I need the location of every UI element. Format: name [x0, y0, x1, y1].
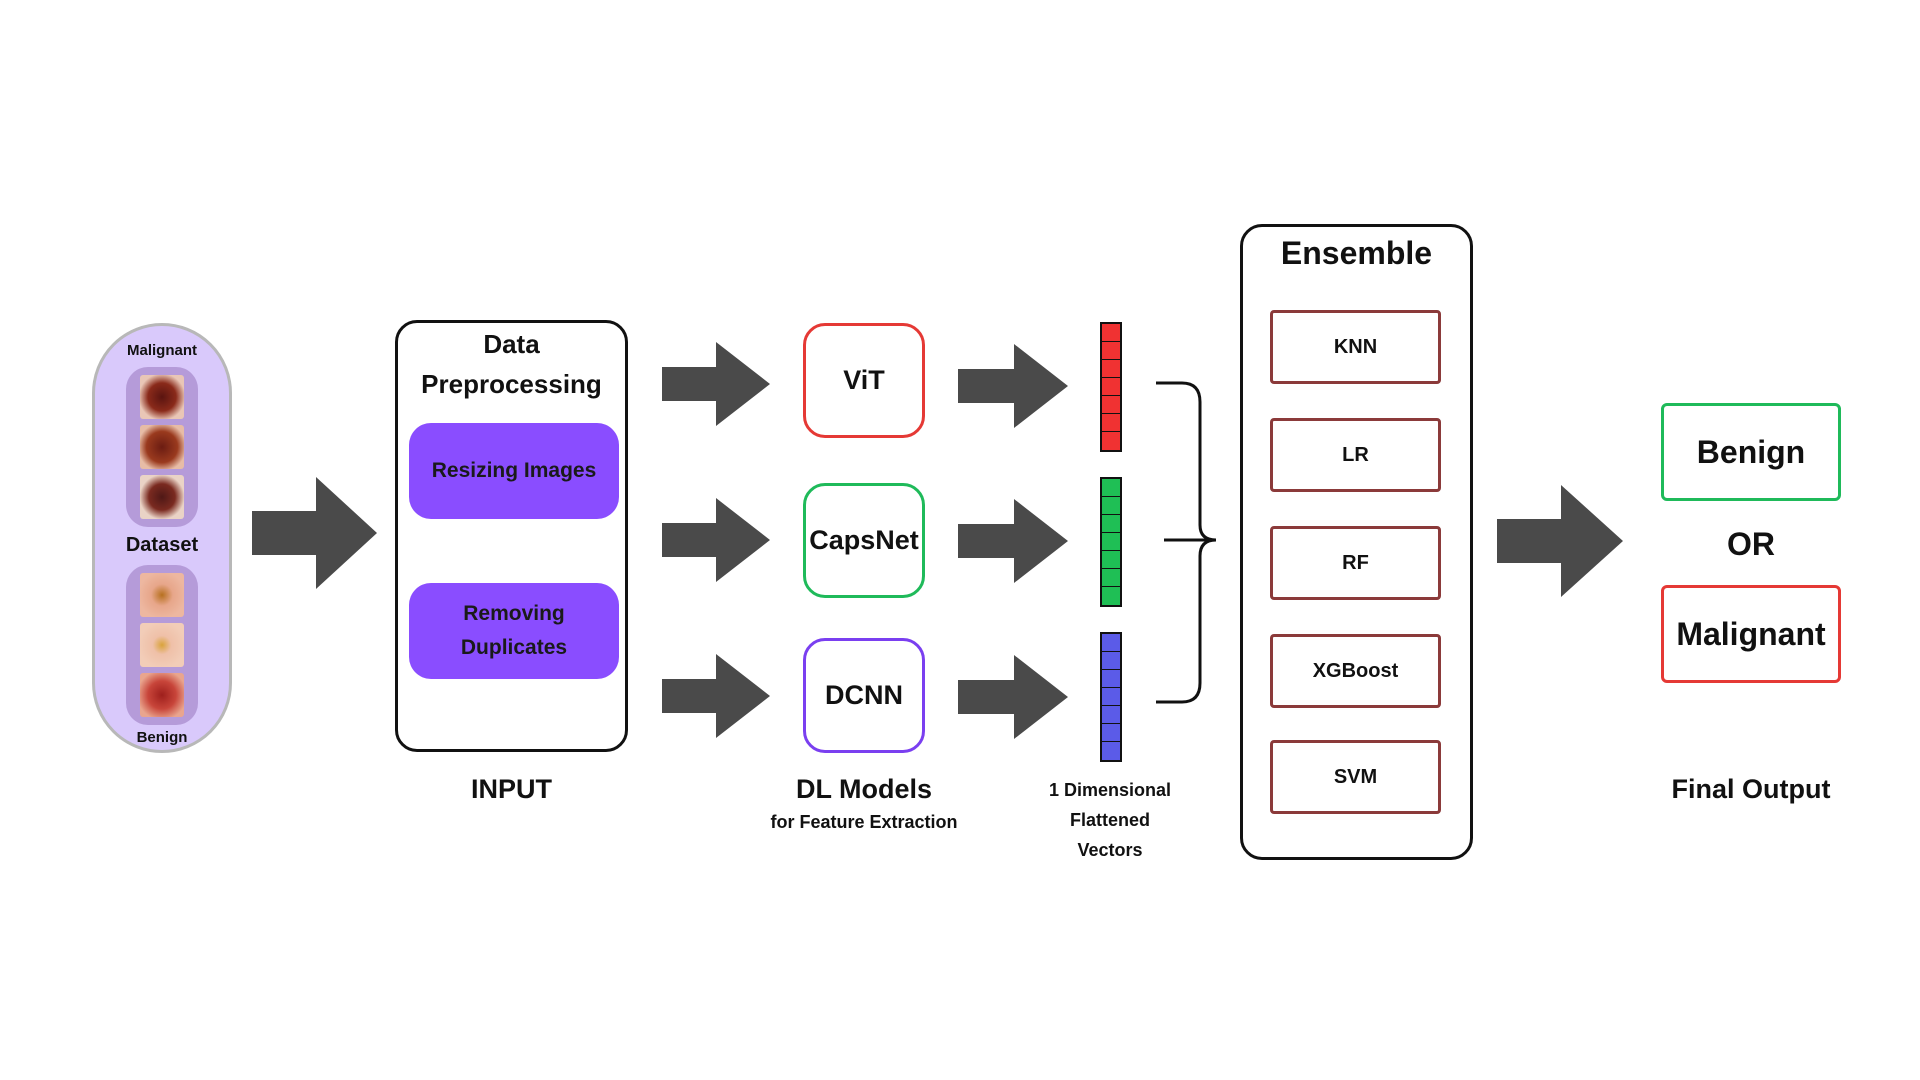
rf-classifier: RF	[1270, 526, 1441, 600]
knn-label: KNN	[1333, 335, 1378, 358]
flow-arrow	[958, 499, 1068, 583]
benign-sample-image	[140, 673, 184, 717]
removing-duplicates-label-line1: Removing	[463, 602, 565, 625]
malignant-output-label: Malignant	[1676, 615, 1826, 652]
malignant-sample-image	[140, 475, 184, 519]
benign-output-box: Benign	[1661, 403, 1841, 501]
or-label: OR	[1727, 526, 1775, 562]
preprocessing-title-line1: Data	[483, 329, 540, 359]
capsnet-feature-vector	[1100, 477, 1122, 607]
final-output-caption: Final Output	[1671, 774, 1831, 804]
vit-label: ViT	[843, 365, 885, 395]
lr-classifier: LR	[1270, 418, 1441, 492]
malignant-output-box: Malignant	[1661, 585, 1841, 683]
flow-arrow	[252, 477, 377, 589]
vectors-caption-line3: Vectors	[1077, 840, 1143, 860]
vit-model-box: ViT	[803, 323, 925, 438]
flow-arrow	[958, 655, 1068, 739]
svm-label: SVM	[1333, 765, 1378, 788]
benign-sample-image	[140, 623, 184, 667]
dataset-panel: Malignant Dataset Benign	[92, 323, 232, 753]
benign-sample-image	[140, 573, 184, 617]
svm-classifier: SVM	[1270, 740, 1441, 814]
flow-arrow	[958, 344, 1068, 428]
flow-arrow	[662, 498, 770, 582]
xgboost-classifier: XGBoost	[1270, 634, 1441, 708]
removing-duplicates-step: Removing Duplicates	[409, 583, 619, 679]
benign-samples	[126, 565, 198, 725]
lr-label: LR	[1342, 443, 1369, 466]
dcnn-label: DCNN	[825, 680, 903, 710]
malignant-sample-image	[140, 375, 184, 419]
malignant-sample-image	[140, 425, 184, 469]
preprocessing-box: Data Preprocessing Resizing Images Remov…	[395, 320, 628, 752]
capsnet-model-box: CapsNet	[803, 483, 925, 598]
xgboost-label: XGBoost	[1312, 659, 1399, 682]
dl-models-caption: DL Models	[795, 774, 932, 804]
vectors-caption: 1 Dimensional Flattened Vectors	[1030, 775, 1190, 865]
resizing-images-label: Resizing Images	[431, 459, 597, 482]
knn-classifier: KNN	[1270, 310, 1441, 384]
dl-models-subcaption: for Feature Extraction	[770, 812, 958, 832]
dcnn-feature-vector	[1100, 632, 1122, 762]
preprocessing-title-line2: Preprocessing	[421, 369, 602, 399]
vit-feature-vector	[1100, 322, 1122, 452]
ensemble-title: Ensemble	[1280, 235, 1433, 271]
malignant-samples	[126, 367, 198, 527]
capsnet-label: CapsNet	[809, 525, 919, 555]
merge-brace	[1156, 381, 1217, 704]
dcnn-model-box: DCNN	[803, 638, 925, 753]
input-caption: INPUT	[471, 774, 552, 804]
rf-label: RF	[1342, 551, 1369, 574]
removing-duplicates-label-line2: Duplicates	[460, 636, 568, 659]
benign-label: Benign	[136, 729, 188, 746]
ensemble-box: Ensemble	[1240, 224, 1473, 860]
flow-arrow	[662, 654, 770, 738]
dataset-label: Dataset	[125, 534, 199, 556]
resizing-images-step: Resizing Images	[409, 423, 619, 519]
vectors-caption-line1: 1 Dimensional	[1048, 780, 1172, 800]
benign-output-label: Benign	[1696, 433, 1806, 470]
flow-arrow	[1497, 485, 1623, 597]
vectors-caption-line2: Flattened	[1069, 810, 1150, 830]
flow-arrow	[662, 342, 770, 426]
malignant-label: Malignant	[127, 342, 197, 359]
